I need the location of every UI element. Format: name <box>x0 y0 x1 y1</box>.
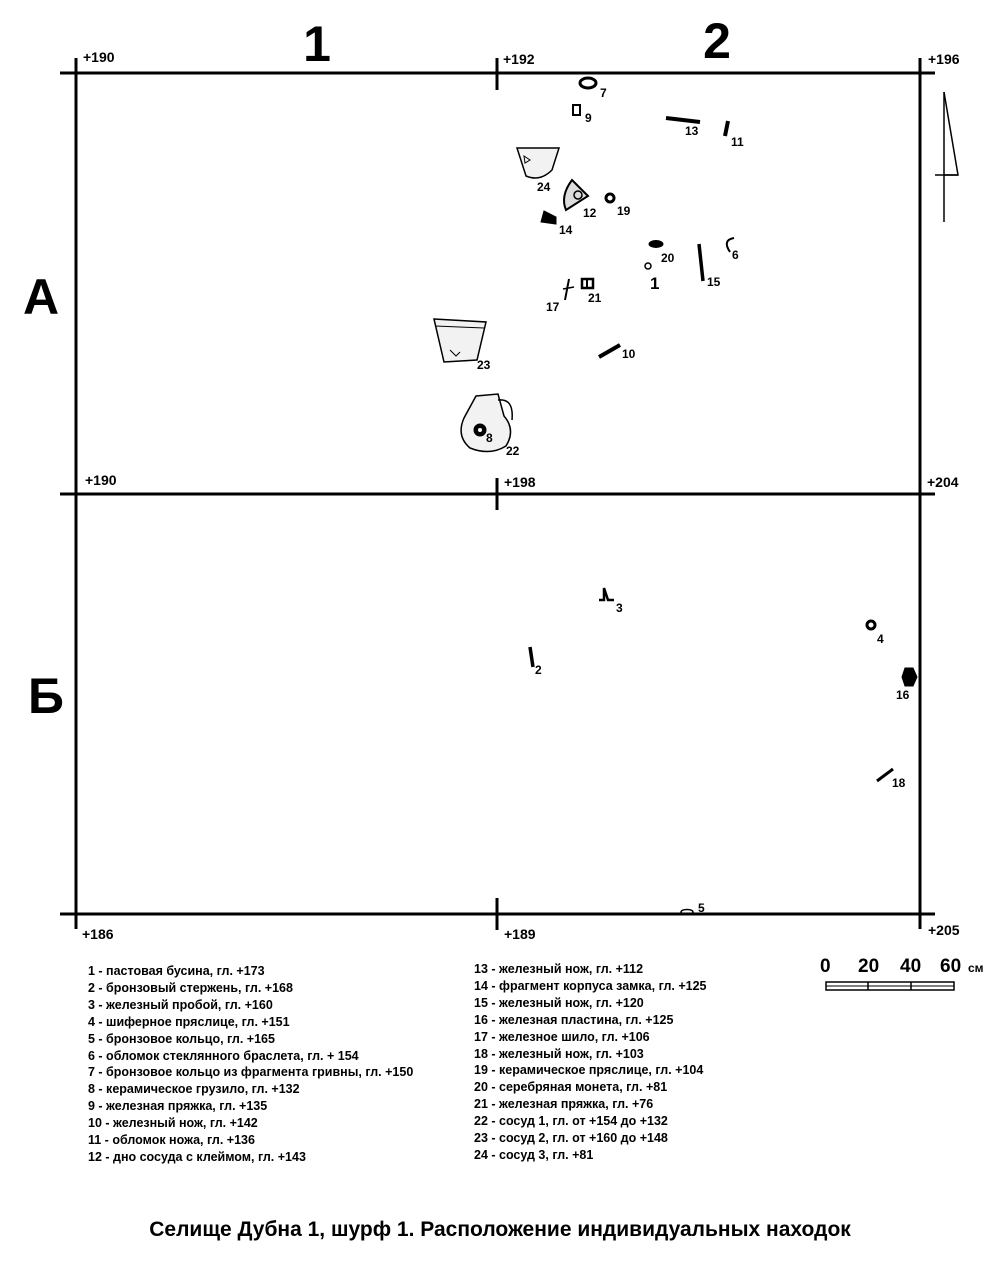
legend-item: 18 - железный нож, гл. +103 <box>474 1046 644 1061</box>
scale-tick-label: 20 <box>858 956 880 977</box>
north-arrow-icon <box>935 91 959 222</box>
find-label: 3 <box>616 601 623 615</box>
elevation-label: +186 <box>82 926 114 942</box>
find-label: 9 <box>585 111 592 125</box>
elevation-label: +205 <box>928 922 960 938</box>
grid-frame <box>60 58 935 930</box>
find-19-spindle-whorl-icon <box>604 192 616 204</box>
find-label: 15 <box>707 275 721 289</box>
elevation-label: +190 <box>83 49 115 65</box>
column-label-1: 1 <box>303 16 331 72</box>
row-label-a: А <box>23 269 59 325</box>
find-5-ring-icon <box>680 908 694 916</box>
elevation-label: +204 <box>927 474 959 490</box>
scale-tick-label: 60 <box>940 956 962 977</box>
find-18-knife-icon <box>876 767 894 783</box>
find-17-awl-icon <box>564 278 570 301</box>
find-1-bead-icon <box>644 262 652 270</box>
find-15-knife-icon <box>697 243 705 282</box>
legend-item: 7 - бронзовое кольцо из фрагмента гривны… <box>88 1065 414 1080</box>
find-16-plate-icon <box>901 667 918 687</box>
find-label: 22 <box>506 444 520 458</box>
legend-item: 14 - фрагмент корпуса замка, гл. +125 <box>474 978 707 993</box>
legend-item: 6 - обломок стеклянного браслета, гл. + … <box>88 1048 359 1063</box>
find-14-lock-fragment-icon <box>540 210 557 225</box>
legend-item: 12 - дно сосуда с клеймом, гл. +143 <box>88 1149 306 1164</box>
legend-item: 23 - сосуд 2, гл. от +160 до +148 <box>474 1131 668 1146</box>
find-label: 1 <box>650 274 659 293</box>
legend-item: 16 - железная пластина, гл. +125 <box>474 1012 674 1027</box>
find-23-vessel-icon <box>433 318 487 363</box>
figure-caption: Селище Дубна 1, шурф 1. Расположение инд… <box>149 1218 851 1241</box>
find-label: 6 <box>732 248 739 262</box>
scale-tick-label: 0 <box>820 956 831 977</box>
legend-item: 2 - бронзовый стержень, гл. +168 <box>88 980 293 995</box>
find-label: 24 <box>537 180 551 194</box>
legend-item: 13 - железный нож, гл. +112 <box>474 962 644 976</box>
legend-left: 1 - пастовая бусина, гл. +173 2 - бронзо… <box>88 963 413 1166</box>
find-label: 11 <box>731 135 744 149</box>
scale-tick-label: 40 <box>900 956 922 977</box>
legend-item: 17 - железное шило, гл. +106 <box>474 1029 650 1044</box>
legend-item: 1 - пастовая бусина, гл. +173 <box>88 964 265 978</box>
find-4-spindle-whorl-icon <box>865 619 877 631</box>
find-label: 20 <box>661 251 675 265</box>
find-2-rod-icon <box>528 646 535 668</box>
find-label: 19 <box>617 204 631 218</box>
find-24-vessel-icon <box>515 147 561 179</box>
legend-item: 9 - железная пряжка, гл. +135 <box>88 1099 268 1114</box>
legend-item: 22 - сосуд 1, гл. от +154 до +132 <box>474 1114 668 1129</box>
find-label: 16 <box>896 688 910 702</box>
legend-item: 24 - сосуд 3, гл. +81 <box>474 1147 594 1162</box>
find-20-coin-icon <box>648 240 664 248</box>
elevation-label: +190 <box>85 472 117 488</box>
legend-item: 11 - обломок ножа, гл. +136 <box>88 1133 255 1148</box>
find-label: 5 <box>698 901 705 915</box>
excavation-plan: 1 2 А Б +190 +192 +196 +190 +198 +204 +1… <box>23 13 960 942</box>
find-9-buckle-icon <box>572 104 581 116</box>
find-label: 18 <box>892 776 906 790</box>
find-10-knife-icon <box>598 343 621 359</box>
find-symbols <box>433 76 918 916</box>
scale-bar-ruler <box>825 981 955 991</box>
find-label: 14 <box>559 223 573 237</box>
row-label-b: Б <box>28 668 64 724</box>
find-12-vessel-bottom-icon <box>563 178 590 212</box>
elevation-label: +198 <box>504 474 536 490</box>
find-7-ring-icon <box>578 76 598 90</box>
legend-item: 19 - керамическое пряслице, гл. +104 <box>474 1063 704 1078</box>
find-13-knife-icon <box>665 116 701 124</box>
find-3-staple-icon <box>599 587 614 602</box>
elevation-label: +192 <box>503 51 535 67</box>
legend-item: 10 - железный нож, гл. +142 <box>88 1116 258 1131</box>
find-label: 17 <box>546 300 560 314</box>
find-label: 13 <box>685 124 699 138</box>
legend-item: 5 - бронзовое кольцо, гл. +165 <box>88 1031 275 1046</box>
scale-unit: см <box>968 961 984 975</box>
legend-item: 8 - керамическое грузило, гл. +132 <box>88 1082 300 1097</box>
legend-item: 3 - железный пробой, гл. +160 <box>88 997 273 1012</box>
legend-item: 21 - железная пряжка, гл. +76 <box>474 1097 654 1112</box>
find-label: 2 <box>535 663 542 677</box>
elevation-label: +196 <box>928 51 960 67</box>
legend-right: 13 - железный нож, гл. +112 14 - фрагмен… <box>474 961 707 1164</box>
legend-item: 20 - серебряная монета, гл. +81 <box>474 1080 668 1095</box>
find-label: 4 <box>877 632 884 646</box>
find-6-bracelet-icon <box>725 237 735 253</box>
column-label-2: 2 <box>703 13 731 69</box>
find-label: 10 <box>622 347 636 361</box>
find-label: 7 <box>600 86 607 100</box>
find-label: 23 <box>477 358 491 372</box>
legend-item: 4 - шиферное пряслице, гл. +151 <box>88 1014 290 1029</box>
elevation-label: +189 <box>504 926 536 942</box>
find-11-knife-icon <box>723 120 730 137</box>
find-22-vessel-icon <box>460 393 512 453</box>
find-label: 21 <box>588 291 602 305</box>
find-label: 12 <box>583 206 597 220</box>
find-label: 8 <box>486 431 493 445</box>
legend-item: 15 - железный нож, гл. +120 <box>474 995 644 1010</box>
